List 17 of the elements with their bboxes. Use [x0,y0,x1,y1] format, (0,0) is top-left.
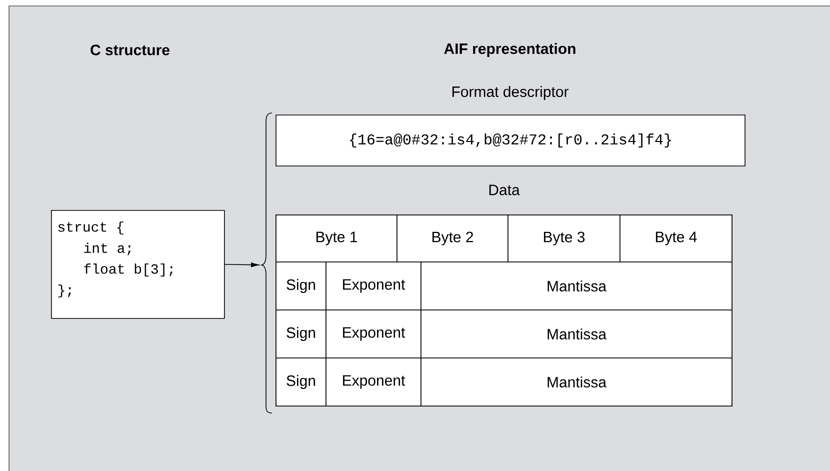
column-heading: AIF representation [444,43,576,57]
table-cell: Sign [276,262,326,310]
column-heading: C structure [90,44,170,56]
table-cell: Exponent [326,310,422,358]
table-cell: Byte 4 [620,214,732,262]
table-cell: Sign [276,358,326,406]
node-label: Format descriptor [452,86,568,100]
table-cell: Byte 3 [508,214,620,262]
node-label: Data [489,184,520,196]
table-cell: Exponent [326,358,422,406]
table-cell: Byte 2 [396,214,508,262]
code-box: struct { int a; float b[3]; }; [51,210,225,319]
table-cell: Exponent [326,262,422,310]
curly-brace [260,112,272,414]
table-cell: Sign [276,310,326,358]
descriptor-box: Format descriptor {16=a@0#32:is4,b@32#72:[r0..2is4]f4} [276,86,746,166]
arrow [224,262,259,268]
